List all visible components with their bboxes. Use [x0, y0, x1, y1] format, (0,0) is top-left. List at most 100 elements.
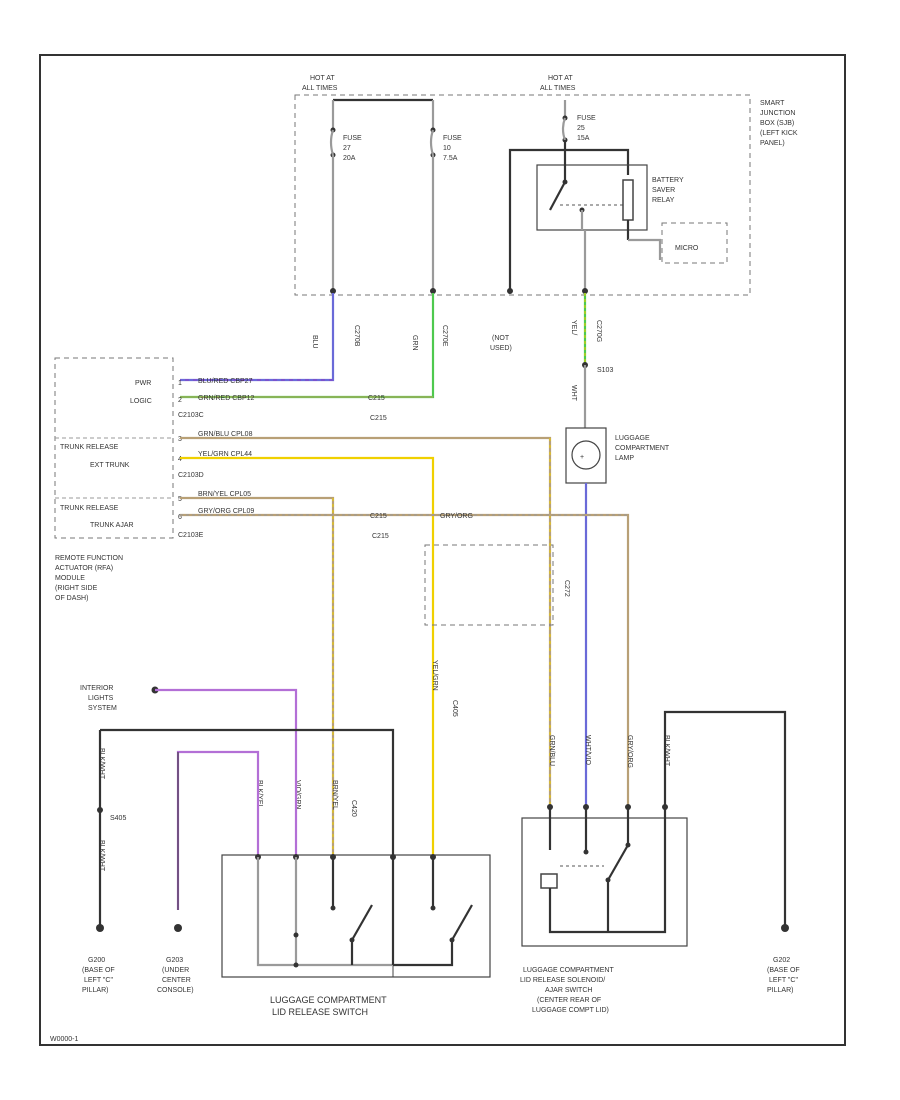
battery-saver-relay: BATTERY SAVER RELAY MICRO [536, 150, 728, 290]
interior-lights-3: SYSTEM [88, 705, 117, 712]
wire-interior-lights [155, 688, 298, 855]
wire-to-g202 [663, 710, 787, 925]
diagram-frame [39, 54, 846, 1046]
relay-label-1: BATTERY [652, 177, 684, 184]
sjb-pin-c270e: C270E [441, 325, 448, 347]
splice-s103: S103 [597, 367, 613, 374]
rfa-pin-1: 1 [178, 380, 182, 387]
solenoid-switch-box [521, 817, 688, 947]
ground-g203-desc-2: CENTER [162, 977, 191, 984]
lamp-label-2: COMPARTMENT [615, 445, 670, 452]
rfa-connector-c: C2103C [178, 412, 204, 419]
wire-tag-grn: GRN [411, 335, 418, 351]
ground-g200: G200 (BASE OF LEFT "C" PILLAR) [82, 924, 115, 994]
sjb-label-1: SMART [760, 100, 785, 107]
lamp-symbol: + [580, 454, 584, 461]
sjb-label-5: PANEL) [760, 140, 785, 147]
rfa-module: PWR LOGIC TRUNK RELEASE EXT TRUNK TRUNK … [54, 357, 204, 539]
fuse-27-label-1: FUSE [343, 135, 362, 142]
switch2-label-5: LUGGAGE COMPT LID) [532, 1007, 609, 1014]
rfa-row-4-label: EXT TRUNK [90, 462, 130, 469]
vlabel-vio-grn: VIO/GRN [294, 780, 301, 810]
trunk-ajar-wire-label: GRY/ORG [440, 513, 473, 520]
rfa-wire-4: YEL/GRN CPL44 [198, 451, 252, 458]
rfa-row-5-label: TRUNK RELEASE [60, 505, 119, 512]
wire-pwr-blu-red [180, 293, 335, 382]
sjb-label: SMART JUNCTION BOX (SJB) (LEFT KICK PANE… [760, 100, 798, 147]
ground-g202-desc-2: LEFT "C" [769, 977, 798, 984]
sjb-pin-c270b: C270B [353, 325, 360, 347]
lid-release-switch: LUGGAGE COMPARTMENT LID RELEASE SWITCH [221, 854, 491, 1017]
micro-label: MICRO [675, 245, 699, 252]
rfa-pin-5: 5 [178, 496, 182, 503]
vlabel-blk-yel: BLK/YEL [256, 780, 263, 809]
ground-g203-desc-3: CONSOLE) [157, 987, 194, 994]
switch1-label-2: LID RELEASE SWITCH [272, 1007, 368, 1017]
fuse-group-right-header-2: ALL TIMES [540, 85, 576, 92]
rfa-description: REMOTE FUNCTION ACTUATOR (RFA) MODULE (R… [55, 555, 123, 602]
rfa-wire-2: GRN/RED CBP12 [198, 395, 255, 402]
wire-tag-blu: BLU [311, 335, 318, 349]
lid-release-switch-box [221, 854, 491, 978]
rfa-desc-5: OF DASH) [55, 595, 88, 602]
splice-c272: C272 [563, 580, 570, 597]
rfa-wire-3: GRN/BLU CPL08 [198, 431, 253, 438]
wire-trunk-ajar-gry-org [180, 513, 630, 805]
sjb-label-4: (LEFT KICK [760, 130, 798, 137]
rfa-module-box [54, 357, 174, 539]
splice-s405: S405 [110, 815, 126, 822]
ground-g202-id: G202 [773, 957, 790, 964]
wire-to-g203 [176, 750, 260, 910]
rfa-row-3-label: TRUNK RELEASE [60, 444, 119, 451]
rfa-pin-4: 4 [178, 456, 182, 463]
rfa-row-6-label: TRUNK AJAR [90, 522, 134, 529]
switch2-label-3: AJAR SWITCH [545, 987, 592, 994]
vlabel-blk-wht-2: BLK/WHT [98, 840, 105, 872]
ground-g202-desc-1: (BASE OF [767, 967, 800, 974]
rfa-connector-d: C2103D [178, 472, 204, 479]
fuse-group-left: HOT AT ALL TIMES FUSE 27 20A FUSE 10 7.5… [302, 75, 462, 290]
smart-junction-box [294, 94, 751, 296]
sjb-pin-c270g: C270G [595, 320, 602, 342]
fuse-25-element [561, 117, 567, 141]
rfa-row-2-label: LOGIC [130, 398, 152, 405]
ground-g200-id: G200 [88, 957, 105, 964]
relay-label-3: RELAY [652, 197, 675, 204]
ground-g202-desc-3: PILLAR) [767, 987, 793, 994]
ground-g200-icon [96, 924, 104, 932]
switch1-label-1: LUGGAGE COMPARTMENT [270, 995, 387, 1005]
sjb-label-2: JUNCTION [760, 110, 795, 117]
fuse-10-label-1: FUSE [443, 135, 462, 142]
interior-lights-1: INTERIOR [80, 685, 113, 692]
not-used-1: (NOT [492, 335, 510, 342]
solenoid-coil-icon [540, 873, 558, 889]
sjb-label-3: BOX (SJB) [760, 120, 794, 127]
wire-ext-trunk-yel-grn [180, 456, 435, 855]
fuse-27-element [329, 129, 335, 156]
switch2-label-2: LID RELEASE SOLENOID/ [520, 977, 605, 984]
switch1-contact-a [351, 904, 373, 941]
fuse-10-label-3: 7.5A [443, 155, 458, 162]
vlabel-blk-wht-3: BLK/WHT [663, 735, 670, 767]
wire-ground-bus-left [100, 728, 395, 855]
fuse-27-label-2: 27 [343, 145, 351, 152]
vlabel-c420: C420 [350, 800, 357, 817]
interior-lights-system: INTERIOR LIGHTS SYSTEM [80, 685, 298, 855]
vlabel-brn-yel: BRN/YEL [331, 780, 338, 810]
connector-c272-box [424, 544, 554, 626]
lamp-label-1: LUGGAGE [615, 435, 650, 442]
interior-lights-2: LIGHTS [88, 695, 114, 702]
vlabel-blk-wht-1: BLK/WHT [98, 748, 105, 780]
fuse-25-label-2: 25 [577, 125, 585, 132]
rfa-wire-5: BRN/YEL CPL05 [198, 491, 251, 498]
vlabel-c405: C405 [451, 700, 458, 717]
rfa-connector-e: C2103E [178, 532, 204, 539]
solenoid-ajar-switch: LUGGAGE COMPARTMENT LID RELEASE SOLENOID… [520, 804, 688, 1014]
rfa-desc-4: (RIGHT SIDE [55, 585, 98, 592]
fuse-10-label-2: 10 [443, 145, 451, 152]
wire-tag-wht: WHT [570, 385, 577, 402]
rfa-desc-3: MODULE [55, 575, 85, 582]
fuse-25-label-3: 15A [577, 135, 590, 142]
rfa-wire-6: GRY/ORG CPL09 [198, 508, 254, 515]
